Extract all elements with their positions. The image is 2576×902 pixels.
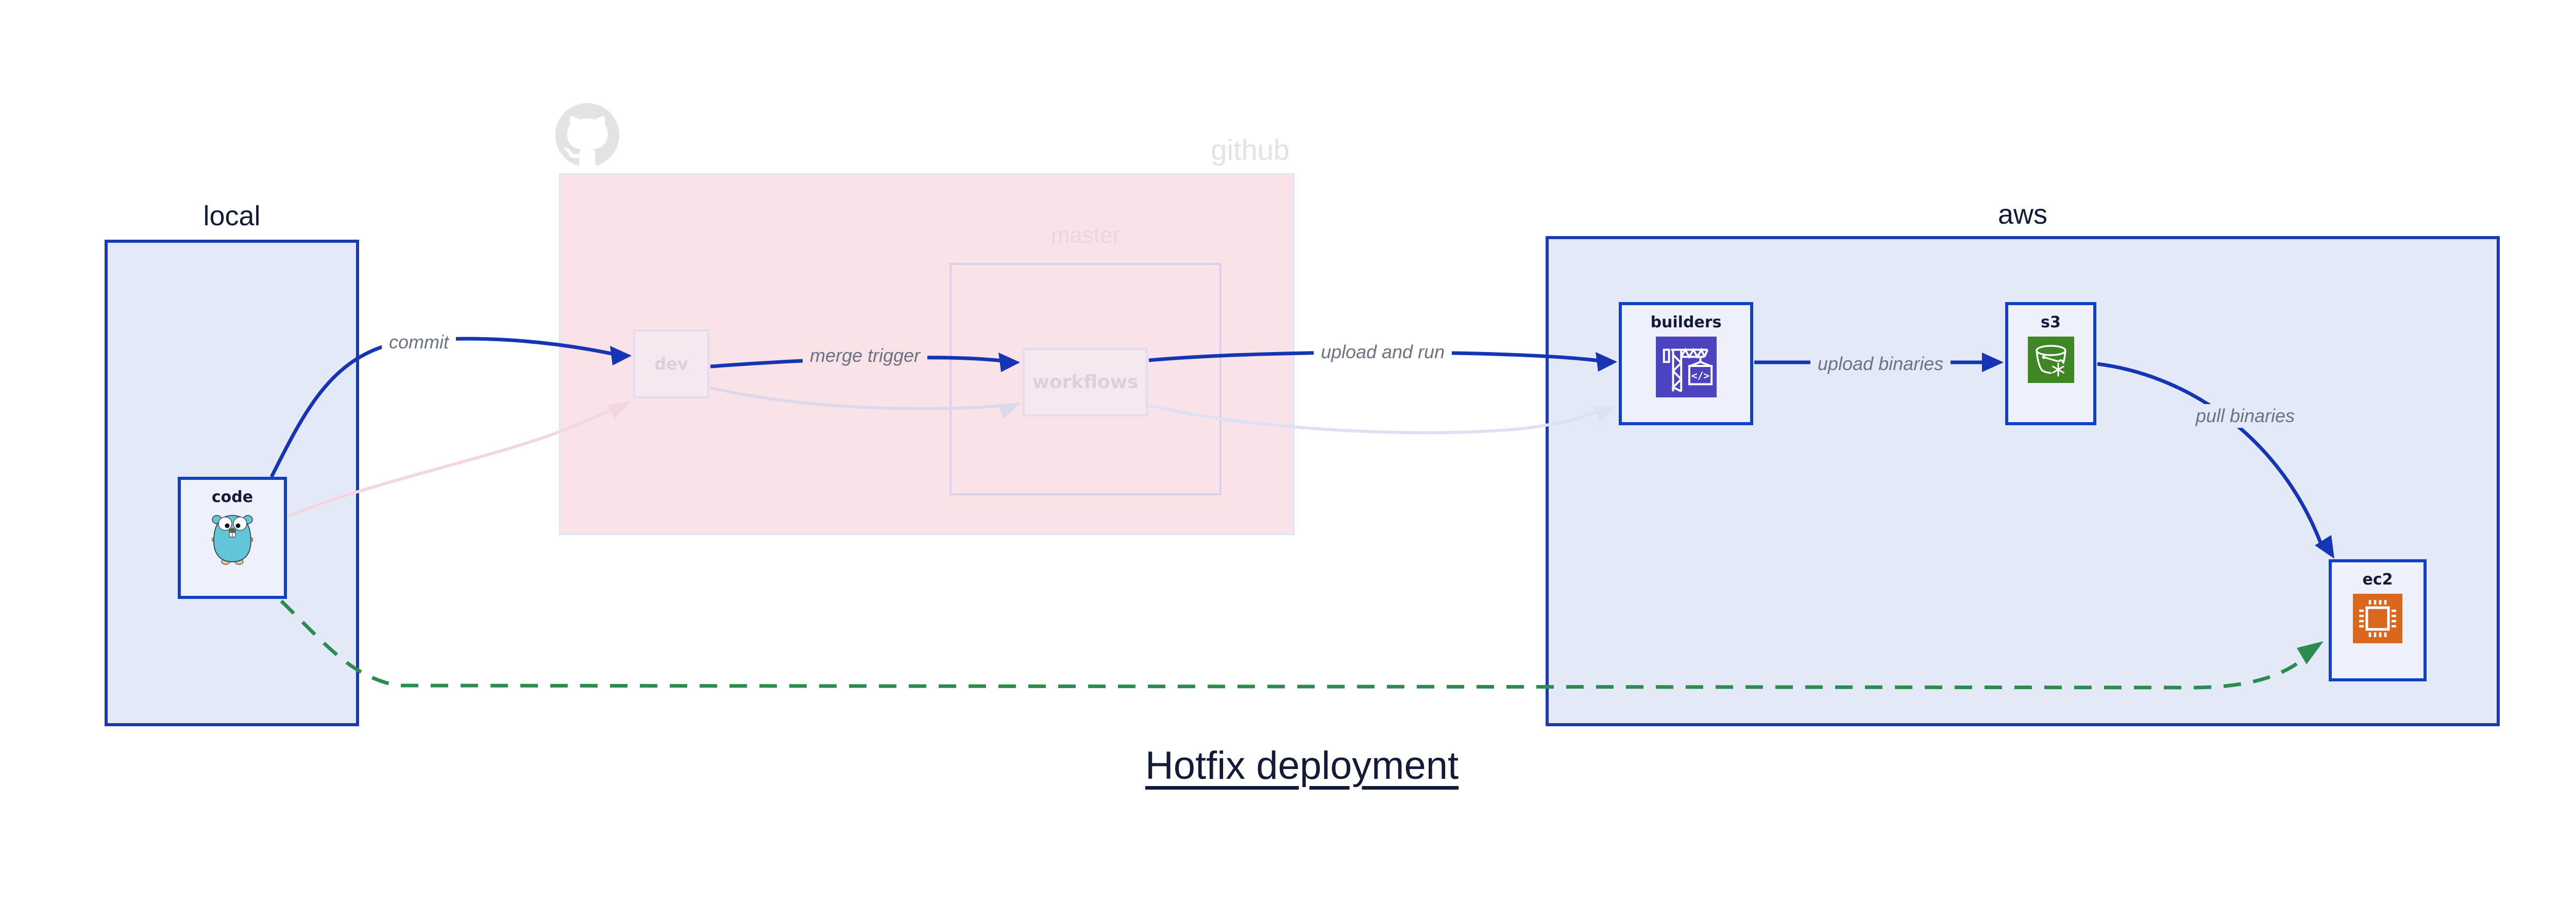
arrowhead-dev-faded xyxy=(608,401,631,419)
aws-s3-glacier-bucket-icon xyxy=(2027,337,2074,386)
edge-label-upload-binaries: upload binaries xyxy=(1810,352,1951,376)
github-octocat-icon xyxy=(555,103,619,165)
edge-label-merge-trigger: merge trigger xyxy=(802,344,928,368)
group-label-aws: aws xyxy=(1997,199,2048,230)
node-ec2-label: ec2 xyxy=(2362,571,2393,589)
node-builders: builders </> xyxy=(1619,302,1753,425)
edge-code-dev-faded xyxy=(286,403,625,518)
arrowhead-ec2-top xyxy=(2315,535,2334,559)
node-dev-label: dev xyxy=(654,354,688,374)
aws-ec2-chip-icon xyxy=(2353,594,2402,646)
codebuild-code-glyph: </> xyxy=(1691,370,1709,382)
group-master xyxy=(950,263,1222,495)
group-label-local: local xyxy=(203,201,261,231)
edge-workflows-builders-faded xyxy=(1148,404,1602,435)
edge-dev-workflows-faded xyxy=(710,386,1003,410)
edge-commit xyxy=(269,337,615,478)
go-gopher-icon xyxy=(211,511,253,567)
node-ec2: ec2 xyxy=(2329,559,2427,681)
group-label-github: github xyxy=(1211,133,1290,166)
node-code-label: code xyxy=(211,488,253,506)
edge-label-upload-and-run: upload and run xyxy=(1313,340,1452,364)
arrowhead-builders-faded xyxy=(1594,406,1618,422)
page-title: Hotfix deployment xyxy=(1145,744,1459,788)
arrowhead-builders xyxy=(1596,352,1617,372)
arrowhead-s3 xyxy=(1982,353,2004,372)
arrowhead-workflows-faded xyxy=(998,403,1021,419)
node-workflows-label: workflows xyxy=(1032,372,1139,393)
edge-pull-binaries xyxy=(2097,362,2323,545)
node-workflows: workflows xyxy=(1023,348,1148,416)
edge-label-commit: commit xyxy=(382,330,456,354)
arrowhead-dev xyxy=(610,346,632,365)
edge-hotfix-dashed xyxy=(280,599,2316,690)
edge-label-pull-binaries: pull binaries xyxy=(2188,404,2302,428)
node-s3-label: s3 xyxy=(2041,313,2061,331)
arrowhead-ec2-left-green xyxy=(2297,641,2324,664)
node-builders-label: builders xyxy=(1650,313,1722,331)
group-label-master: master xyxy=(1050,223,1121,248)
node-s3: s3 xyxy=(2005,302,2096,425)
node-code: code xyxy=(178,477,287,599)
node-dev: dev xyxy=(633,329,709,398)
aws-codebuild-icon: </> xyxy=(1655,337,1717,400)
arrowhead-workflows xyxy=(998,353,1020,372)
